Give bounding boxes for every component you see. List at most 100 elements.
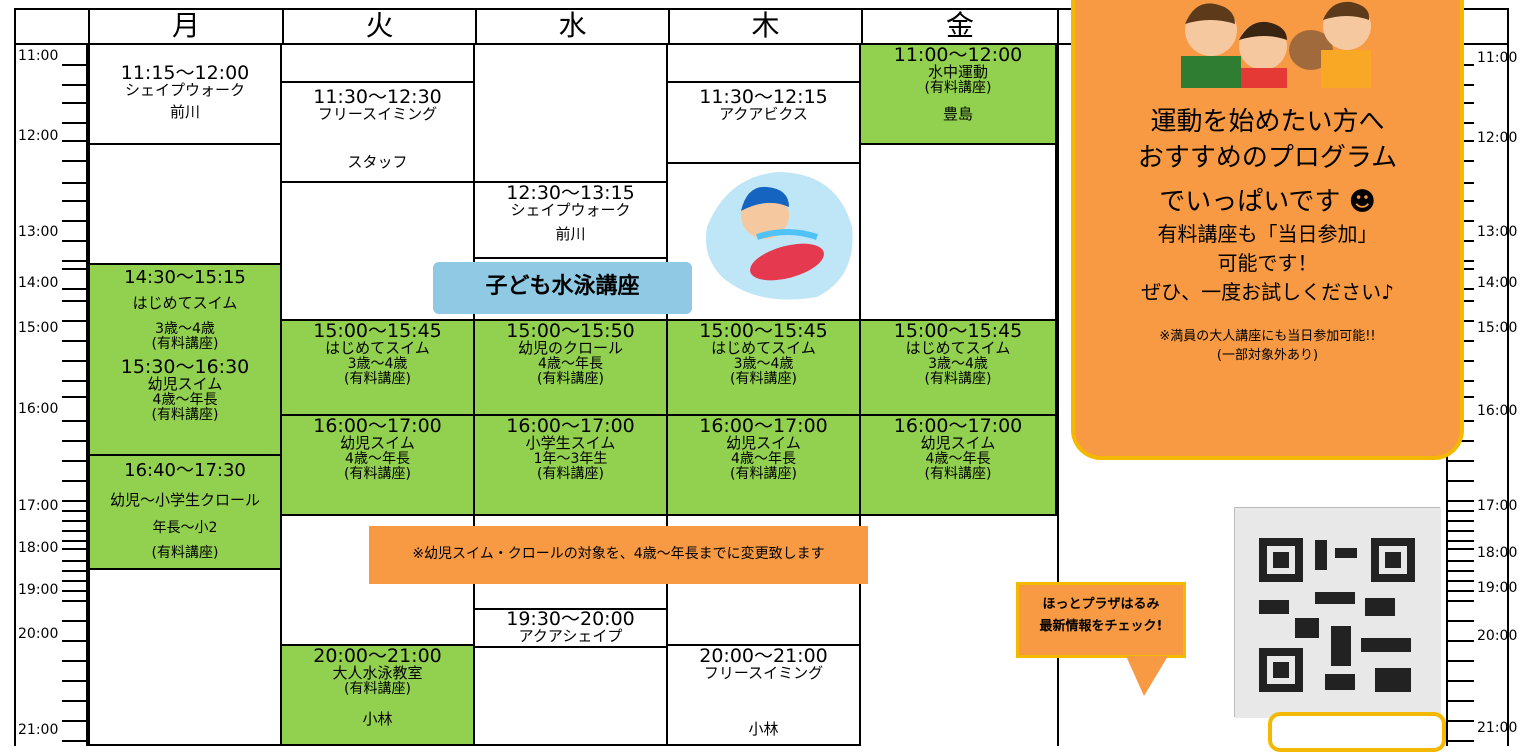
session-staff: 前川 [555,225,586,243]
session-tue-3[interactable]: 16:00～17:00 幼児スイム 4歳～年長 (有料講座) [280,414,475,516]
session-age: 3歳～4歳 [928,356,988,372]
tick-mark [1448,620,1474,622]
session-thu-3[interactable]: 16:00～17:00 幼児スイム 4歳～年長 (有料講座) [666,414,861,516]
session-wed-2[interactable]: 15:00～15:50 幼児のクロール 4歳～年長 (有料講座) [473,319,668,416]
tick-mark [62,260,88,262]
tick-mark [62,380,88,382]
session-staff: 前川 [169,103,200,121]
tick-mark [1448,720,1474,722]
session-name: 幼児スイム [340,434,415,452]
session-fee: (有料講座) [151,545,219,561]
column-divider [1057,45,1059,746]
time-label: 11:00 [18,48,59,64]
session-thu-1[interactable]: 11:30～12:15 アクアビクス [666,81,861,164]
session-fri-3[interactable]: 16:00～17:00 幼児スイム 4歳～年長 (有料講座) [859,414,1057,516]
session-age: 4歳～年長 [345,451,410,467]
tick-mark [1448,480,1474,482]
tick-mark [1448,700,1474,702]
promo-line-5: 可能です！ [1217,251,1318,275]
session-time: 11:15～12:00 [120,62,250,84]
session-thu-4[interactable]: 20:00～21:00 フリースイミング 小林 [666,644,861,746]
bottom-frame-box [1268,712,1446,752]
session-time: 12:30～13:15 [506,182,635,204]
session-time: 14:30～15:15 [124,267,246,288]
session-age: 年長～小2 [152,520,218,536]
session-fee: (有料講座) [344,466,411,482]
time-label: 14:00 [18,275,59,291]
tick-mark [62,102,88,104]
session-staff: スタッフ [347,153,408,171]
tick-mark [62,360,88,362]
session-fee: (有料講座) [537,466,604,482]
day-header-fri: 金 [861,8,1057,45]
schedule-grid [14,8,1509,746]
session-name: アクアシェイプ [518,627,623,645]
tick-mark [62,200,88,202]
session-wed-1[interactable]: 12:30～13:15 シェイプウォーク 前川 [473,181,668,259]
time-label: 16:00 [1477,403,1518,419]
callout-line-1: ほっとプラザはるみ [1042,597,1160,612]
session-fee: (有料講座) [730,371,797,387]
session-name: 小学生スイム [525,434,616,452]
tick-mark [1448,530,1474,532]
empty-cell [473,646,668,746]
time-label: 13:00 [18,224,59,240]
tick-mark [62,440,88,442]
session-thu-2[interactable]: 15:00～15:45 はじめてスイム 3歳～4歳 (有料講座) [666,319,861,416]
qr-code[interactable] [1234,507,1441,718]
empty-cell [280,45,475,83]
session-mon-2[interactable]: 14:30～15:15 はじめてスイム 3歳～4歳 (有料講座) [88,263,282,359]
session-fri-2[interactable]: 15:00～15:45 はじめてスイム 3歳～4歳 (有料講座) [859,319,1057,416]
tick-mark [62,268,88,270]
tick-mark [62,700,88,702]
tick-mark [62,460,88,462]
session-name: 幼児スイム [920,434,996,452]
smiley-icon: ☻ [1348,187,1376,217]
time-label: 12:00 [1477,130,1518,146]
session-name: 幼児スイム [726,434,801,452]
session-name: シェイプウォーク [510,201,631,219]
tick-mark [62,580,88,582]
session-fee: (有料講座) [151,336,219,352]
tick-mark [62,660,88,662]
session-time: 16:00～17:00 [313,415,442,437]
session-time: 11:30～12:15 [699,86,828,108]
promo-note-2: (一部対象外あり) [1216,348,1319,363]
session-fee: (有料講座) [730,466,797,482]
session-tue-2[interactable]: 15:00～15:45 はじめてスイム 3歳～4歳 (有料講座) [280,319,475,416]
qr-code-icon [1235,508,1441,718]
session-wed-4[interactable]: 19:30～20:00 アクアシェイプ [473,608,668,648]
session-fri-1[interactable]: 11:00～12:00 水中運動 (有料講座) 豊島 [859,45,1057,145]
tick-mark [62,140,88,142]
tick-mark [1448,560,1474,562]
empty-cell [88,143,282,265]
tick-mark [62,740,88,742]
session-age: 3歳～4歳 [733,356,794,372]
session-tue-1[interactable]: 11:30～12:30 フリースイミング スタッフ [280,81,475,183]
session-name: フリースイミング [703,664,824,682]
session-tue-4[interactable]: 20:00～21:00 大人水泳教室 (有料講座) 小林 [280,644,475,746]
session-fee: (有料講座) [924,466,992,482]
tick-mark [62,220,88,222]
session-mon-4[interactable]: 16:40～17:30 幼児～小学生クロール 年長～小2 (有料講座) [88,454,282,570]
session-fee: (有料講座) [924,371,992,387]
kids-swim-banner: 子ども水泳講座 [433,262,692,314]
tick-mark [1448,540,1474,542]
promo-line-4: 有料講座も「当日参加」 [1157,222,1378,246]
promo-note-1: ※満員の大人講座にも当日参加可能!! [1159,329,1376,344]
day-header-mon: 月 [88,8,282,45]
session-mon-1[interactable]: 11:15～12:00 シェイプウォーク 前川 [88,45,282,145]
session-time: 16:40～17:30 [124,460,246,481]
time-label: 17:00 [1477,498,1518,514]
tick-mark [1448,590,1474,592]
time-column-left [14,45,88,746]
session-time: 20:00～21:00 [313,645,442,667]
session-age: 3歳～4歳 [347,356,408,372]
session-mon-3[interactable]: 15:30～16:30 幼児スイム 4歳～年長 (有料講座) [88,357,282,456]
tick-mark [62,680,88,682]
session-name: 大人水泳教室 [332,664,423,682]
session-wed-3[interactable]: 16:00～17:00 小学生スイム 1年～3年生 (有料講座) [473,414,668,516]
time-label: 14:00 [1477,275,1518,291]
tick-mark [1448,680,1474,682]
time-label: 21:00 [18,722,59,738]
